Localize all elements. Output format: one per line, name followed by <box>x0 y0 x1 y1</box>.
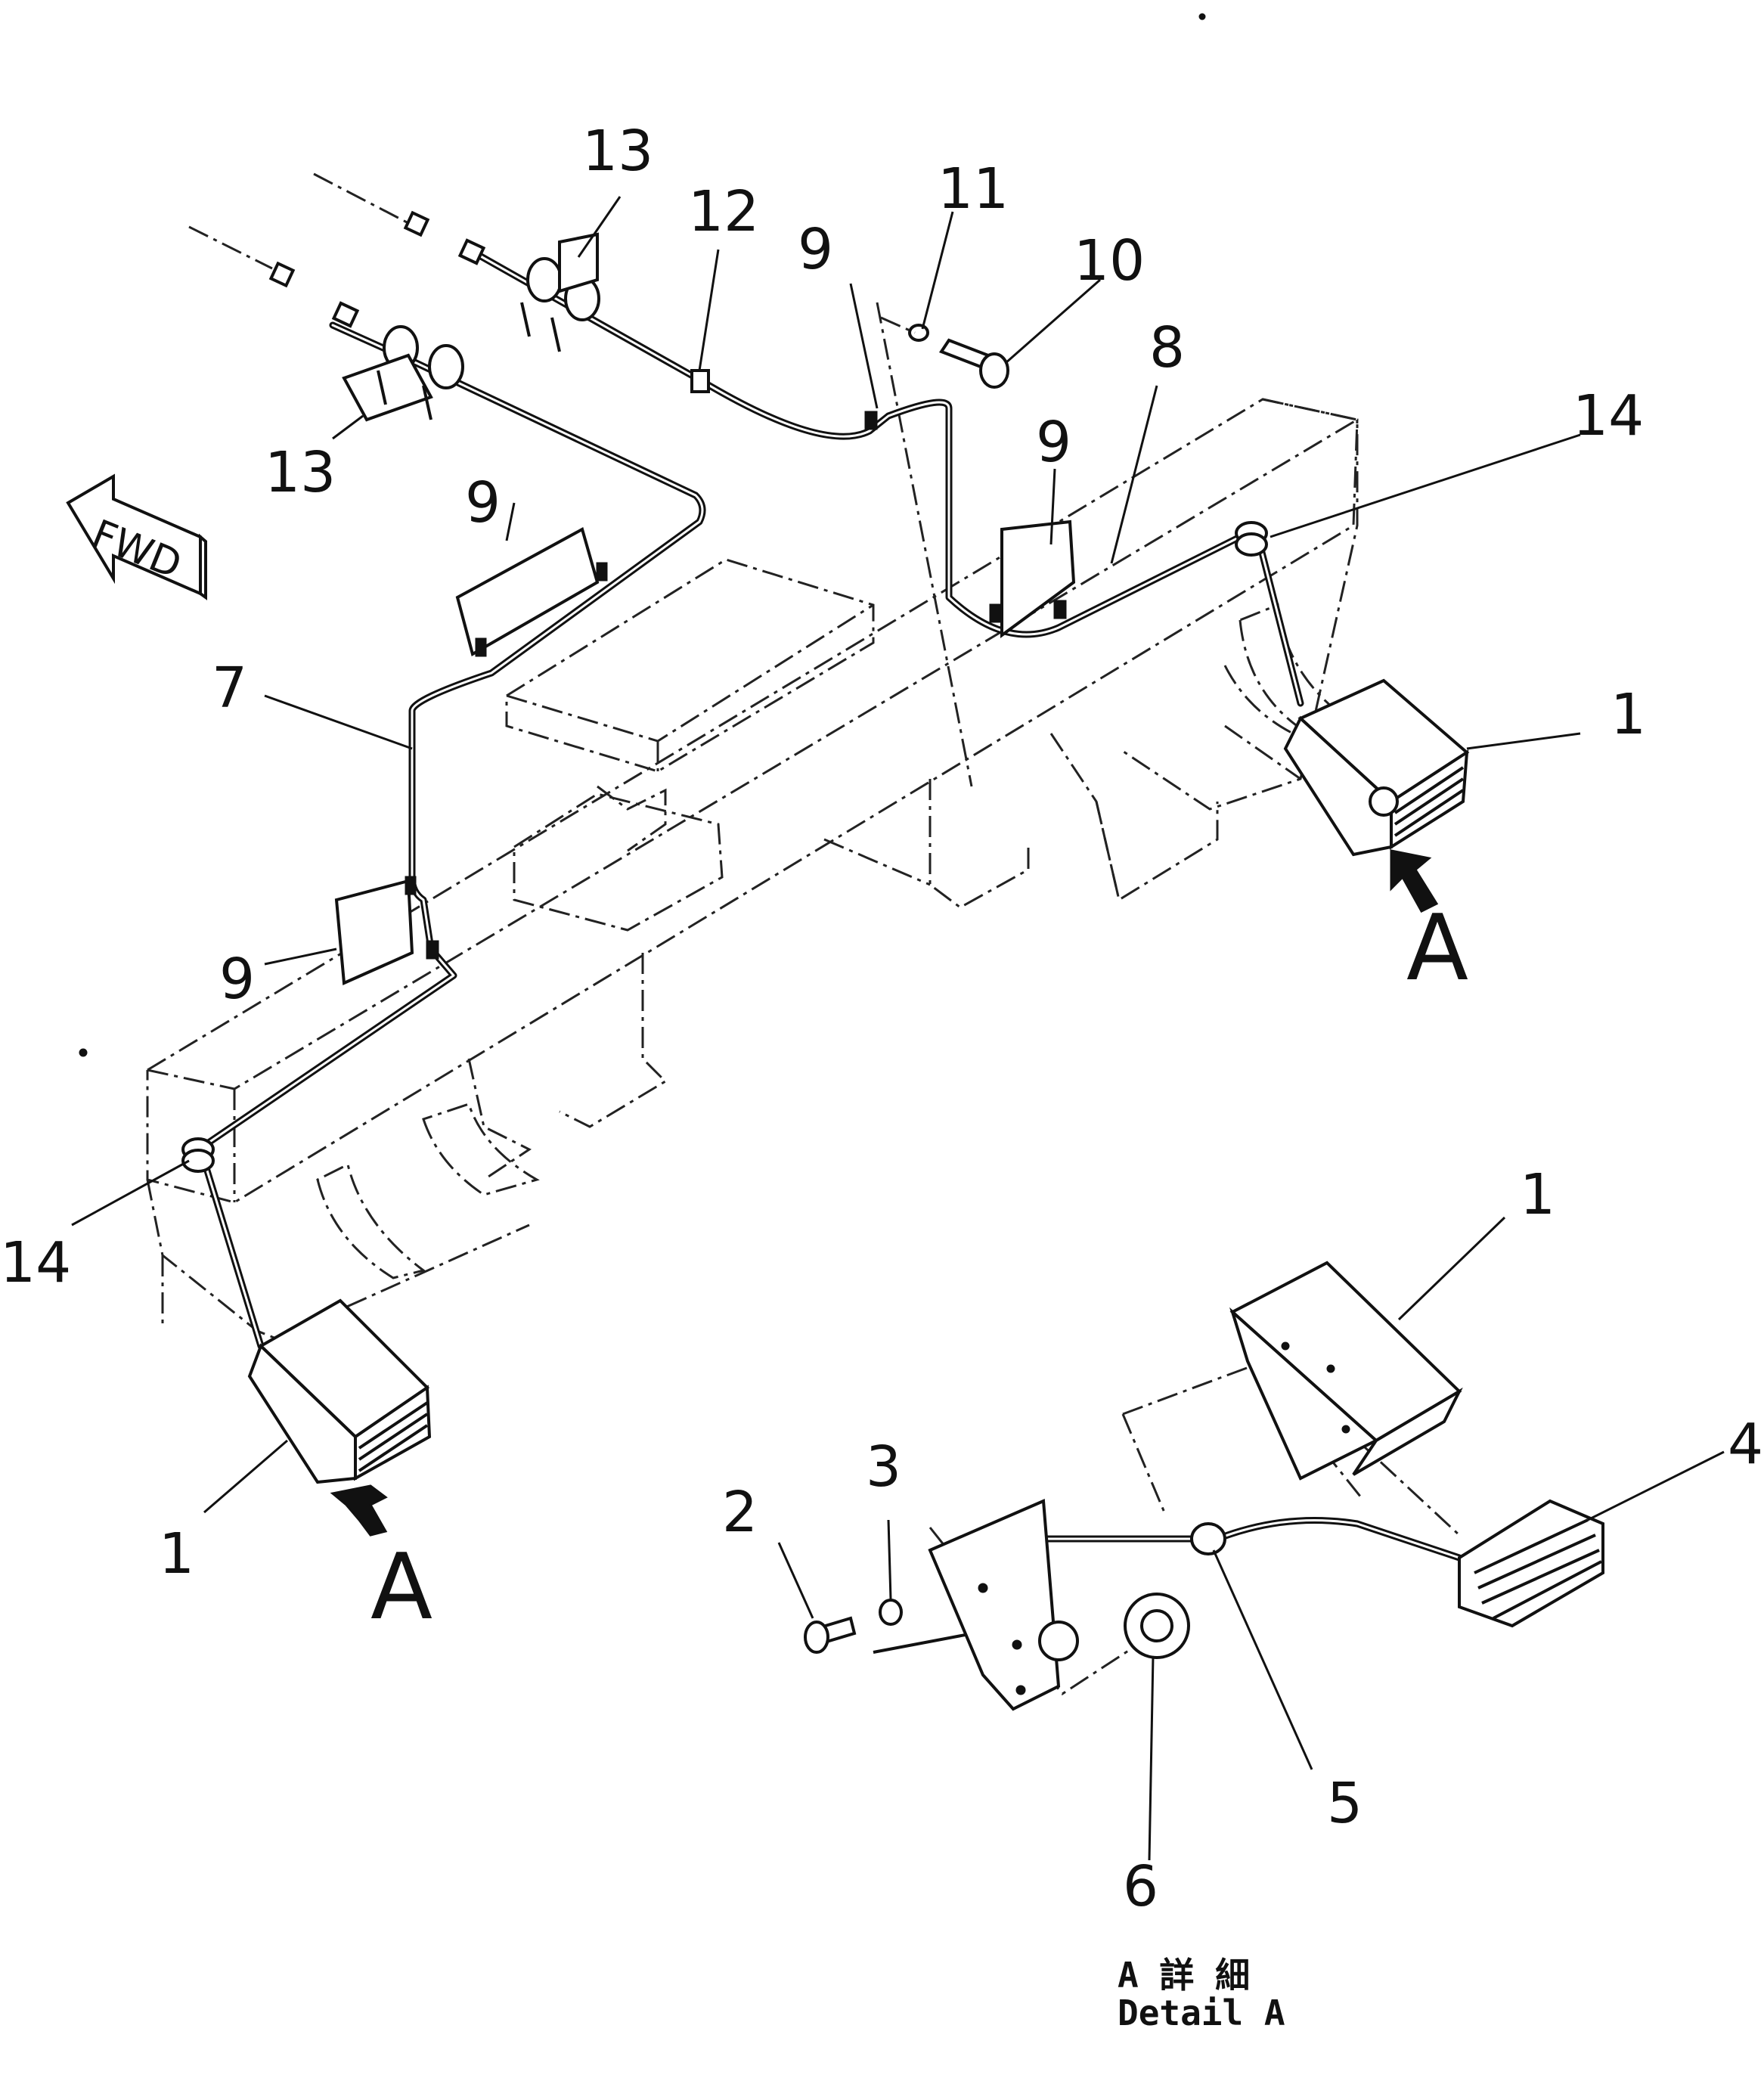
callout-1-right: 1 <box>1611 682 1646 747</box>
callout-1-left: 1 <box>159 1521 194 1586</box>
washer-3 <box>879 1599 903 1626</box>
clamps-13 <box>342 232 600 422</box>
callout-7: 7 <box>212 656 247 721</box>
view-label-right: A <box>1406 896 1468 1001</box>
callout-9-top: 9 <box>798 217 833 282</box>
callout-2: 2 <box>722 1480 758 1545</box>
callout-9-left: 9 <box>219 947 255 1012</box>
lamp-detail <box>1229 1261 1463 1481</box>
callout-13-left: 13 <box>265 440 336 505</box>
view-arrow-left <box>330 1484 388 1537</box>
callout-9-mid: 9 <box>465 470 501 535</box>
callout-4: 4 <box>1728 1412 1763 1477</box>
callout-5: 5 <box>1327 1771 1363 1836</box>
detail-caption-en: Detail A <box>1118 1993 1285 2033</box>
bolt-10 <box>938 338 1009 389</box>
view-label-left: A <box>370 1535 432 1640</box>
grommet-5 <box>1190 1522 1226 1555</box>
lamp-unit-4 <box>1458 1499 1604 1628</box>
callout-14-right: 14 <box>1573 383 1644 448</box>
callout-8: 8 <box>1149 315 1185 380</box>
callout-14-left: 14 <box>0 1230 71 1295</box>
view-arrow-right <box>1390 849 1439 913</box>
callout-12: 12 <box>688 179 759 244</box>
scan-dot <box>79 1048 88 1057</box>
lamp-left <box>247 1298 432 1484</box>
washer-11 <box>908 324 929 342</box>
callouts: 1 1 1 2 3 4 5 6 7 8 9 9 9 9 10 11 12 13 … <box>0 119 1763 1919</box>
detail-caption-jp: A 詳 細 <box>1118 1955 1250 1996</box>
scan-dot <box>1198 13 1206 20</box>
callout-1-detail: 1 <box>1520 1162 1555 1227</box>
connectors <box>268 210 486 328</box>
callout-13-top: 13 <box>582 119 653 184</box>
callout-6: 6 <box>1123 1854 1158 1919</box>
callout-11: 11 <box>938 157 1009 222</box>
clamps-9 <box>334 369 1076 985</box>
callout-10: 10 <box>1074 228 1145 293</box>
leader-lines <box>71 196 1725 1861</box>
lamp-right <box>1283 678 1470 857</box>
bracket-plate <box>928 1499 1079 1711</box>
callout-3: 3 <box>866 1434 901 1500</box>
callout-9-right: 9 <box>1036 410 1071 475</box>
frame-phantom <box>146 302 1461 1696</box>
screw-2 <box>804 1616 857 1654</box>
grommets-14 <box>181 521 1268 1173</box>
grommet-6 <box>1124 1593 1190 1659</box>
fwd-arrow-icon: FWD <box>66 473 207 600</box>
